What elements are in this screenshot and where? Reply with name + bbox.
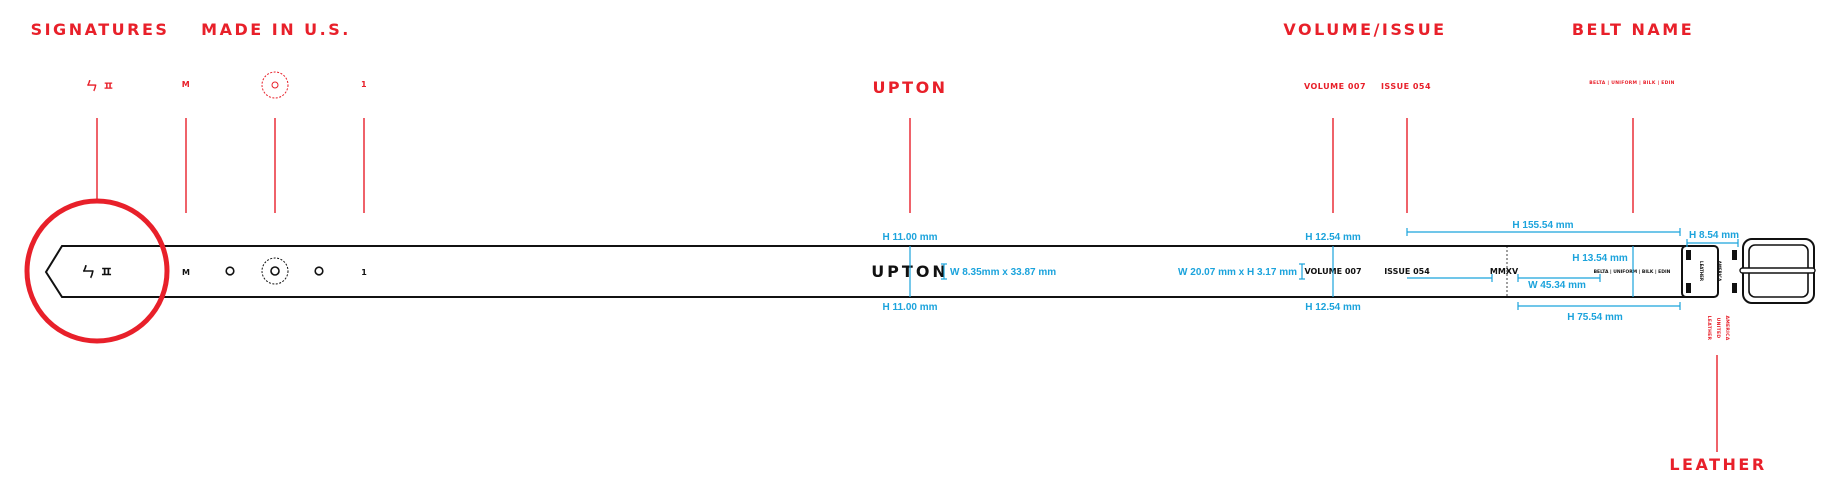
size-letter-sample: M <box>182 80 190 89</box>
signature-glyphs: ㄣ ㅍ <box>81 265 113 281</box>
header-made-in-us: MADE IN U.S. <box>201 20 351 39</box>
number-sample: 1 <box>361 80 367 89</box>
header-upton: UPTON <box>872 78 947 97</box>
year-mark: MMXV <box>1490 267 1519 276</box>
signature-highlight-circle <box>24 198 170 344</box>
leader-lines <box>96 118 1718 452</box>
dim-volume-size: W 20.07 mm x H 3.17 mm <box>1178 267 1297 278</box>
header-signatures: SIGNATURES <box>31 20 170 39</box>
issue-sample: ISSUE 054 <box>1381 82 1431 91</box>
belt-hole <box>225 266 235 276</box>
keeper-stamp: AMERICA <box>1717 261 1722 282</box>
upton-logo: UPTON <box>871 262 949 281</box>
header-leather: LEATHER <box>1669 455 1766 474</box>
belt-name-sample: BELTA | UNIFORM | BILK | EDIN <box>1589 80 1675 86</box>
number-mark: 1 <box>361 268 367 277</box>
header-belt-name: BELT NAME <box>1572 20 1694 39</box>
made-in-us-stamp-sample <box>261 71 289 99</box>
dim-h-75: H 75.54 mm <box>1567 312 1623 323</box>
made-in-us-stamp <box>261 257 289 285</box>
dim-buckle-height: H 8.54 mm <box>1689 230 1739 241</box>
header-volume-issue: VOLUME/ISSUE <box>1283 20 1446 39</box>
leather-stamp-line: UNITED <box>1715 318 1721 339</box>
size-letter: M <box>182 268 190 277</box>
dim-belt-name-height: H 13.54 mm <box>1572 253 1628 264</box>
keeper-stamp: LEATHER <box>1699 261 1704 281</box>
dim-upton-bottom: H 11.00 mm <box>882 302 937 313</box>
dim-w-45: W 45.34 mm <box>1528 280 1586 291</box>
issue-mark: ISSUE 054 <box>1384 267 1430 276</box>
volume-sample: VOLUME 007 <box>1304 82 1366 91</box>
leather-stamp-line: AMERICA <box>1724 315 1730 340</box>
dimension-lines <box>909 228 1739 310</box>
belt-hole <box>314 266 324 276</box>
belt-strap <box>44 245 1686 298</box>
signature-glyphs-sample: ㄣ ㅍ <box>86 79 115 93</box>
dim-volume-bottom: H 12.54 mm <box>1305 302 1361 313</box>
belt-name-mark: BELTA | UNIFORM | BILK | EDIN <box>1594 269 1671 275</box>
dim-upton-size: W 8.35mm x 33.87 mm <box>950 267 1056 278</box>
dim-upton-top: H 11.00 mm <box>882 232 937 243</box>
leather-stamp-line: LEATHER <box>1706 316 1712 341</box>
dim-belt-name-span: H 155.54 mm <box>1512 220 1573 231</box>
belt-keeper <box>1681 245 1737 298</box>
belt-buckle <box>1739 238 1816 304</box>
dim-volume-top: H 12.54 mm <box>1305 232 1361 243</box>
